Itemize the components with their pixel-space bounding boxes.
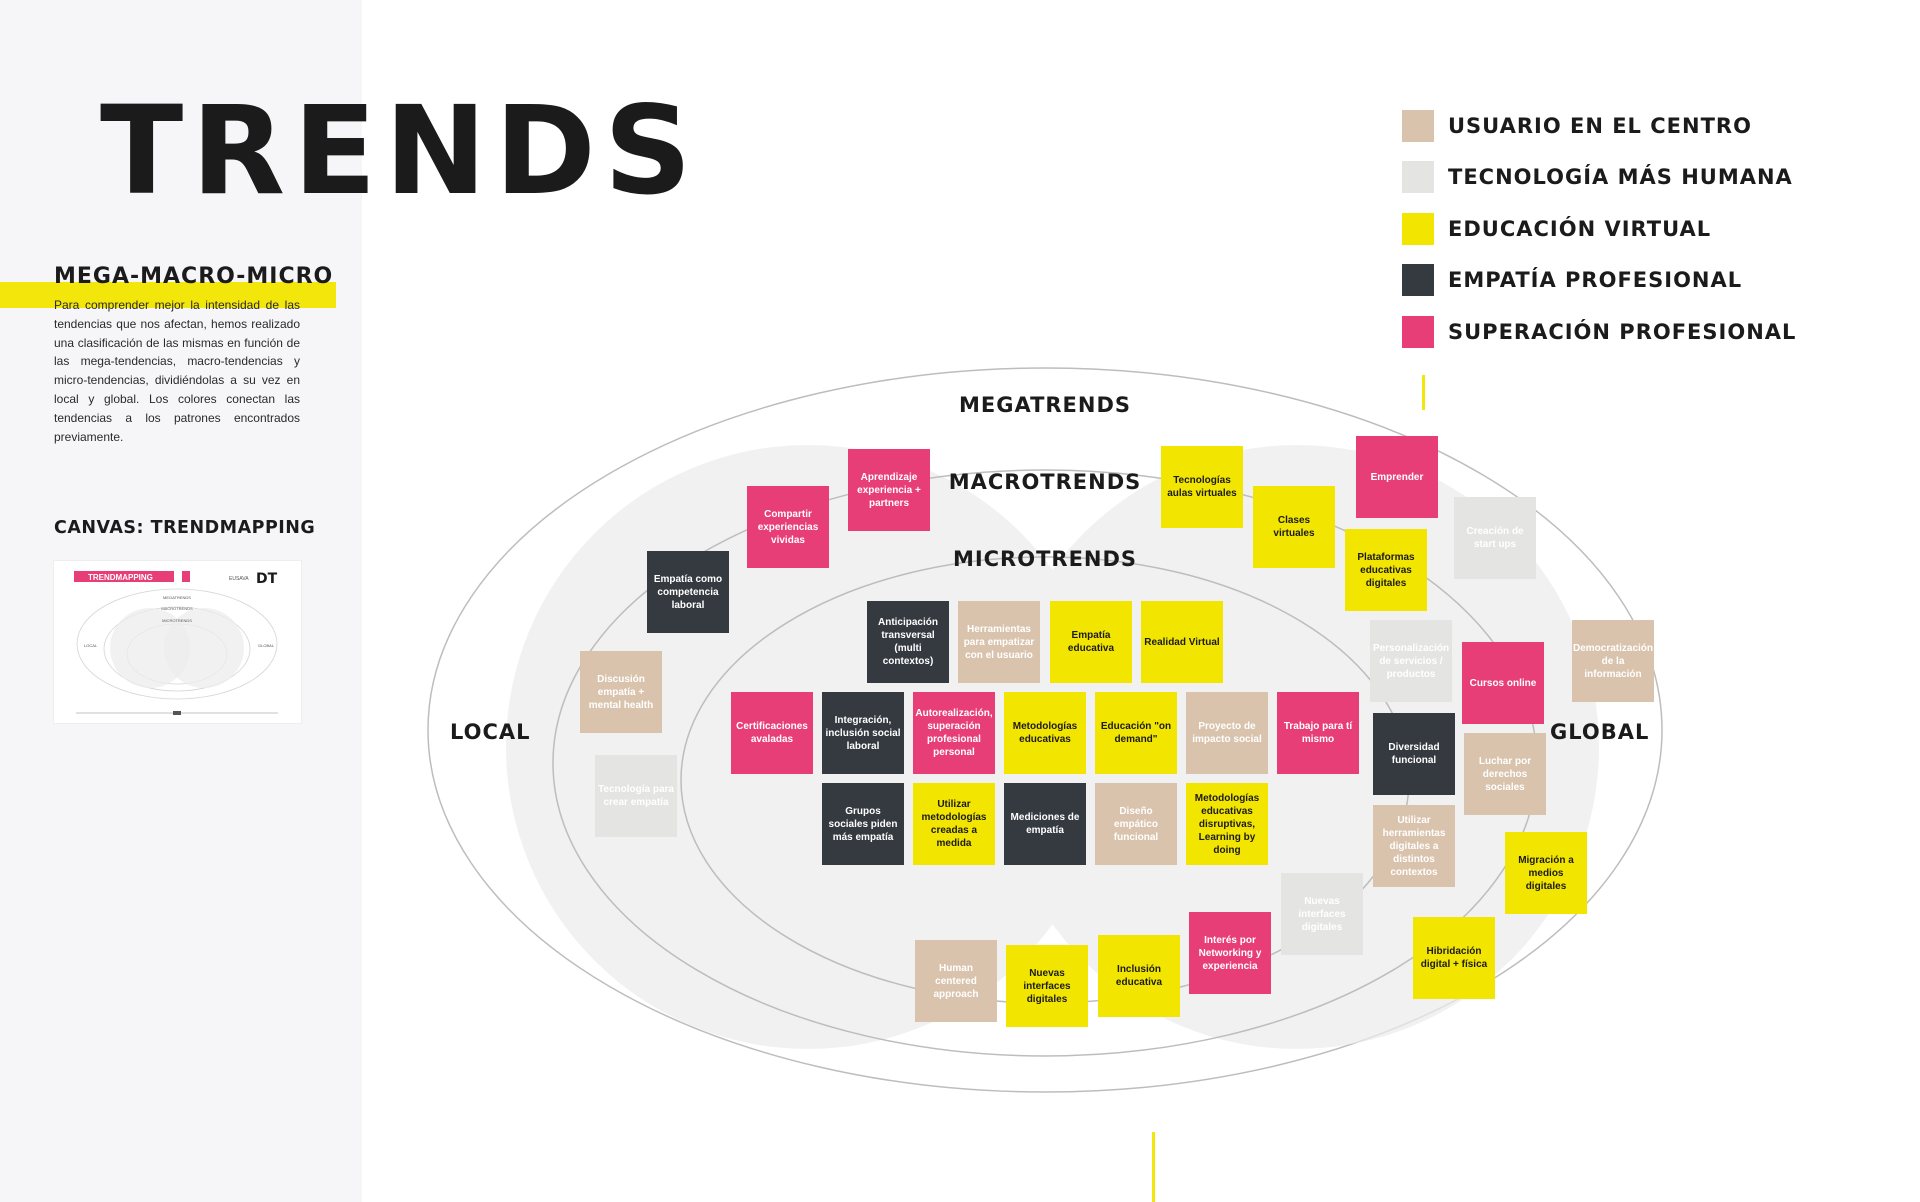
sticky-note[interactable]: Mediciones de empatía bbox=[1004, 783, 1086, 865]
thumbnail-header-text: TRENDMAPPING bbox=[88, 573, 153, 582]
legend-swatch bbox=[1402, 110, 1434, 142]
sticky-note[interactable]: Plataformas educativas digitales bbox=[1345, 529, 1427, 611]
legend-swatch bbox=[1402, 316, 1434, 348]
sticky-note[interactable]: Interés por Networking y experiencia bbox=[1189, 912, 1271, 994]
thumbnail-header-bar bbox=[74, 571, 174, 582]
sticky-note[interactable]: Creación de start ups bbox=[1454, 497, 1536, 579]
sticky-note[interactable]: Discusión empatía + mental health bbox=[580, 651, 662, 733]
local-label: LOCAL bbox=[450, 720, 531, 744]
legend-label: EDUCACIÓN VIRTUAL bbox=[1448, 217, 1712, 241]
sticky-note[interactable]: Autorealización, superación profesional … bbox=[913, 692, 995, 774]
sticky-note[interactable]: Empatía educativa bbox=[1050, 601, 1132, 683]
canvas-label: CANVAS: TRENDMAPPING bbox=[54, 518, 316, 538]
thumbnail-local: LOCAL bbox=[84, 643, 98, 648]
sticky-note[interactable]: Personalización de servicios / productos bbox=[1370, 620, 1452, 702]
sticky-note[interactable]: Clases virtuales bbox=[1253, 486, 1335, 568]
sticky-note[interactable]: Democratización de la información bbox=[1572, 620, 1654, 702]
sticky-note[interactable]: Tecnología para crear empatía bbox=[595, 755, 677, 837]
sticky-note[interactable]: Trabajo para tí mismo bbox=[1277, 692, 1359, 774]
thumbnail-macrotrends: MACROTRENDS bbox=[161, 606, 193, 611]
sticky-note[interactable]: Grupos sociales piden más empatía bbox=[822, 783, 904, 865]
sticky-note[interactable]: Metodologías educativas disruptivas, Lea… bbox=[1186, 783, 1268, 865]
sticky-note[interactable]: Tecnologías aulas virtuales bbox=[1161, 446, 1243, 528]
thumbnail-outer-ellipse bbox=[76, 588, 278, 700]
thumbnail-header-tab bbox=[182, 571, 190, 582]
sticky-note[interactable]: Cursos online bbox=[1462, 642, 1544, 724]
macrotrends-label: MACROTRENDS bbox=[948, 470, 1142, 494]
sticky-note[interactable]: Nuevas interfaces digitales bbox=[1281, 873, 1363, 955]
sticky-note[interactable]: Educación "on demand" bbox=[1095, 692, 1177, 774]
sticky-note[interactable]: Proyecto de impacto social bbox=[1186, 692, 1268, 774]
legend-label: SUPERACIÓN PROFESIONAL bbox=[1448, 320, 1797, 344]
thumbnail-microtrends: MICROTRENDS bbox=[162, 618, 192, 623]
trendmapping-canvas-thumbnail[interactable]: TRENDMAPPING EUSAVA DT MEGATRENDS MACROT… bbox=[53, 560, 302, 724]
sticky-note[interactable]: Realidad Virtual bbox=[1141, 601, 1223, 683]
sticky-note[interactable]: Empatía como competencia laboral bbox=[647, 551, 729, 633]
accent-line-bottom bbox=[1152, 1132, 1155, 1202]
sticky-note[interactable]: Herramientas para empatizar con el usuar… bbox=[958, 601, 1040, 683]
intro-paragraph: Para comprender mejor la intensidad de l… bbox=[54, 298, 300, 444]
sticky-note[interactable]: Certificaciones avaladas bbox=[731, 692, 813, 774]
thumbnail-megatrends: MEGATRENDS bbox=[163, 595, 191, 600]
legend-swatch bbox=[1402, 161, 1434, 193]
page-title: TRENDS bbox=[100, 80, 700, 222]
thumbnail-global-circle bbox=[164, 608, 244, 688]
sticky-note[interactable]: Integración, inclusión social laboral bbox=[822, 692, 904, 774]
sticky-note[interactable]: Diversidad funcional bbox=[1373, 713, 1455, 795]
legend-swatch bbox=[1402, 264, 1434, 296]
subtitle-highlight bbox=[0, 282, 336, 308]
sticky-note[interactable]: Inclusión educativa bbox=[1098, 935, 1180, 1017]
sticky-note[interactable]: Utilizar metodologías creadas a medida bbox=[913, 783, 995, 865]
legend-swatch bbox=[1402, 213, 1434, 245]
sticky-note[interactable]: Anticipación transversal (multi contexto… bbox=[867, 601, 949, 683]
sticky-note[interactable]: Compartir experiencias vividas bbox=[747, 486, 829, 568]
sticky-note[interactable]: Human centered approach bbox=[915, 940, 997, 1022]
legend-label: USUARIO EN EL CENTRO bbox=[1448, 114, 1752, 138]
sticky-note[interactable]: Hibridación digital + física bbox=[1413, 917, 1495, 999]
thumbnail-canvas: TRENDMAPPING EUSAVA DT MEGATRENDS MACROT… bbox=[74, 571, 278, 715]
thumbnail-middle-ellipse bbox=[103, 606, 251, 692]
accent-line-top bbox=[1422, 375, 1425, 410]
sticky-note[interactable]: Aprendizaje experiencia + partners bbox=[848, 449, 930, 531]
sticky-note[interactable]: Utilizar herramientas digitales a distin… bbox=[1373, 805, 1455, 887]
microtrends-label: MICROTRENDS bbox=[952, 547, 1138, 571]
sticky-note[interactable]: Diseño empático funcional bbox=[1095, 783, 1177, 865]
section-subtitle: MEGA-MACRO-MICRO bbox=[54, 264, 334, 289]
thumbnail-footer-mark bbox=[173, 711, 181, 715]
sticky-note[interactable]: Emprender bbox=[1356, 436, 1438, 518]
sticky-note[interactable]: Luchar por derechos sociales bbox=[1464, 733, 1546, 815]
legend-label: TECNOLOGÍA MÁS HUMANA bbox=[1448, 165, 1793, 189]
thumbnail-global: GLOBAL bbox=[258, 643, 275, 648]
global-label: GLOBAL bbox=[1550, 720, 1650, 744]
thumbnail-brand: DT bbox=[256, 571, 278, 587]
megatrends-label: MEGATRENDS bbox=[958, 393, 1132, 417]
legend-label: EMPATÍA PROFESIONAL bbox=[1448, 268, 1743, 292]
sticky-note[interactable]: Nuevas interfaces digitales bbox=[1006, 945, 1088, 1027]
sticky-note[interactable]: Migración a medios digitales bbox=[1505, 832, 1587, 914]
sticky-note[interactable]: Metodologías educativas bbox=[1004, 692, 1086, 774]
thumbnail-brand-small: EUSAVA bbox=[229, 576, 249, 582]
